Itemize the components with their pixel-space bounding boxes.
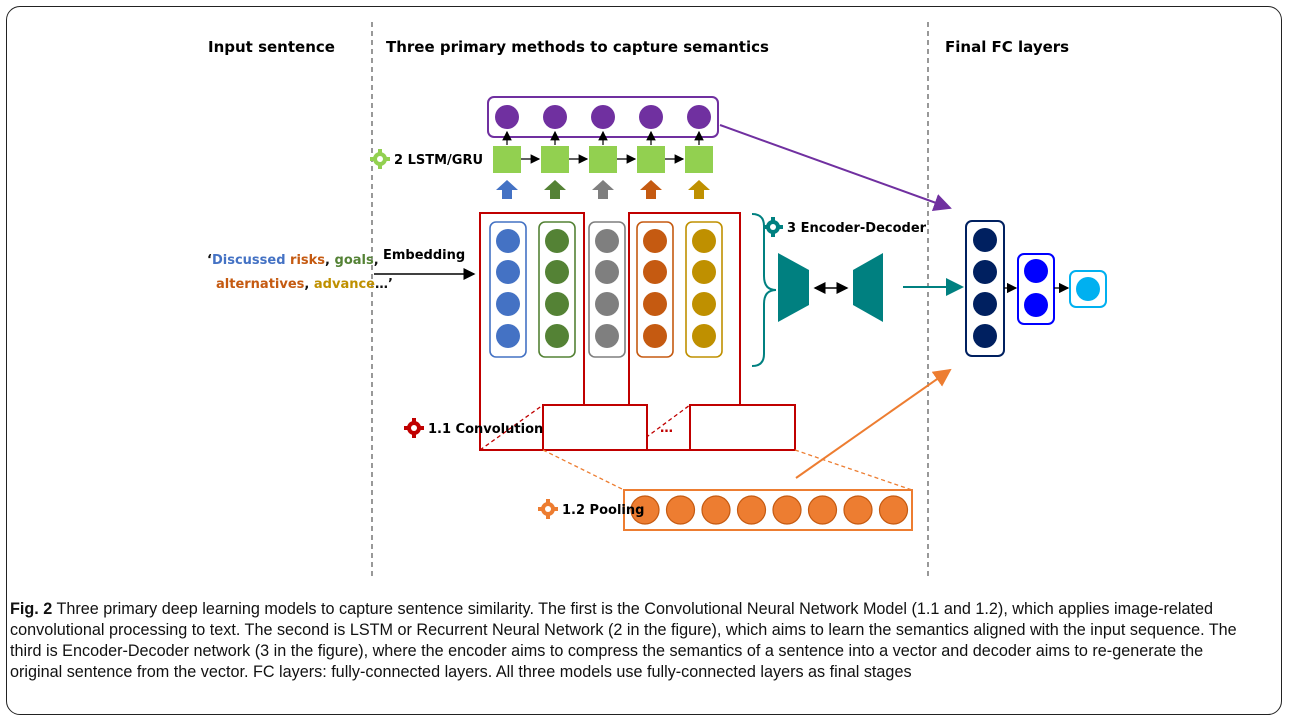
embedding-column-gray (588, 221, 626, 358)
input-sentence-line2: alternatives, advance…’ (216, 277, 393, 292)
embedding-column-green (538, 221, 576, 358)
encoder-shape (778, 253, 809, 322)
up-arrow-icon (640, 180, 662, 199)
header-input-sentence: Input sentence (208, 38, 335, 56)
embedding-node (643, 260, 667, 284)
embedding-node (692, 260, 716, 284)
decoder-shape (853, 253, 883, 322)
embedding-node (545, 324, 569, 348)
lstm-output-node (687, 105, 711, 129)
lstm-cells (493, 105, 713, 199)
embedding-node (643, 292, 667, 316)
pooling-node (843, 495, 873, 525)
fc-node (973, 292, 997, 316)
caption-text: Three primary deep learning models to ca… (10, 600, 1237, 681)
pooling-node (772, 495, 802, 525)
gear-icon (404, 418, 424, 438)
lstm-cell (493, 146, 521, 173)
lstm-label: 2 LSTM/GRU (394, 153, 483, 168)
pooling-layer (623, 489, 913, 531)
embedding-node (643, 324, 667, 348)
gear-icon (763, 217, 783, 237)
fc-node (973, 324, 997, 348)
embedding-columns (489, 221, 723, 358)
embedding-node (545, 292, 569, 316)
up-arrow-icon (496, 180, 518, 199)
lstm-output-node (639, 105, 663, 129)
pooling-node (807, 495, 838, 525)
pooling-to-fc-arrow (795, 368, 952, 479)
embedding-node (692, 324, 716, 348)
pooling-node (630, 495, 660, 525)
pooling-label: 1.2 Pooling (562, 503, 644, 518)
convolution-label: 1.1 Convolution (428, 422, 543, 437)
embedding-node (692, 292, 716, 316)
fc-output-node (1076, 277, 1100, 301)
embedding-node (496, 324, 520, 348)
pooling-nodes (630, 495, 909, 525)
pooling-node (736, 495, 767, 525)
figure-frame (6, 6, 1282, 715)
lstm-output-node (543, 105, 567, 129)
lstm-output-node (495, 105, 519, 129)
lstm-cell (541, 146, 569, 173)
pooling-node (701, 495, 731, 525)
embedding-node (643, 229, 667, 253)
conv-window-2 (628, 212, 741, 451)
embedding-label: Embedding (383, 248, 465, 263)
lstm-cell (637, 146, 665, 173)
fc-node (973, 228, 997, 252)
input-sentence-line1: ‘Discussed risks, goals, (207, 253, 379, 268)
embedding-node (692, 229, 716, 253)
pooling-node (665, 495, 696, 525)
lstm-to-fc-arrow (719, 124, 952, 212)
embedding-node (595, 229, 619, 253)
conv-window-1 (479, 212, 585, 451)
lstm-output-node (591, 105, 615, 129)
up-arrow-icon (688, 180, 710, 199)
gear-icon (370, 149, 390, 169)
up-arrow-icon (544, 180, 566, 199)
embedding-node (496, 229, 520, 253)
conv-output-2 (689, 404, 796, 451)
encoder-decoder-label: 3 Encoder-Decoder (787, 221, 927, 236)
embedding-node (595, 292, 619, 316)
embedding-node (545, 260, 569, 284)
header-methods: Three primary methods to capture semanti… (386, 38, 769, 56)
conv-dots: … (660, 421, 673, 436)
diagram: Input sentence Three primary methods to … (207, 22, 1107, 578)
lstm-cell (685, 146, 713, 173)
embedding-node (595, 260, 619, 284)
lstm-cell (589, 146, 617, 173)
embedding-column-gold (685, 221, 723, 358)
embedding-node (545, 229, 569, 253)
fc-layer-2 (1017, 253, 1055, 325)
embedding-column-orange (636, 221, 674, 358)
embedding-column-blue (489, 221, 527, 358)
up-arrow-icon (592, 180, 614, 199)
conv-output-1 (542, 404, 648, 451)
gear-icon (538, 499, 558, 519)
embedding-node (595, 324, 619, 348)
fc-node (973, 260, 997, 284)
figure-caption: Fig. 2 Three primary deep learning model… (10, 599, 1250, 683)
fc-output-layer (1069, 270, 1107, 308)
fc-layer-1-nodes (973, 228, 997, 348)
embedding-node (496, 292, 520, 316)
encoder-decoder-brace (751, 213, 777, 367)
header-final-fc: Final FC layers (945, 38, 1069, 56)
figure-label: Fig. 2 (10, 600, 53, 618)
embedding-node (496, 260, 520, 284)
pooling-node (878, 495, 909, 525)
